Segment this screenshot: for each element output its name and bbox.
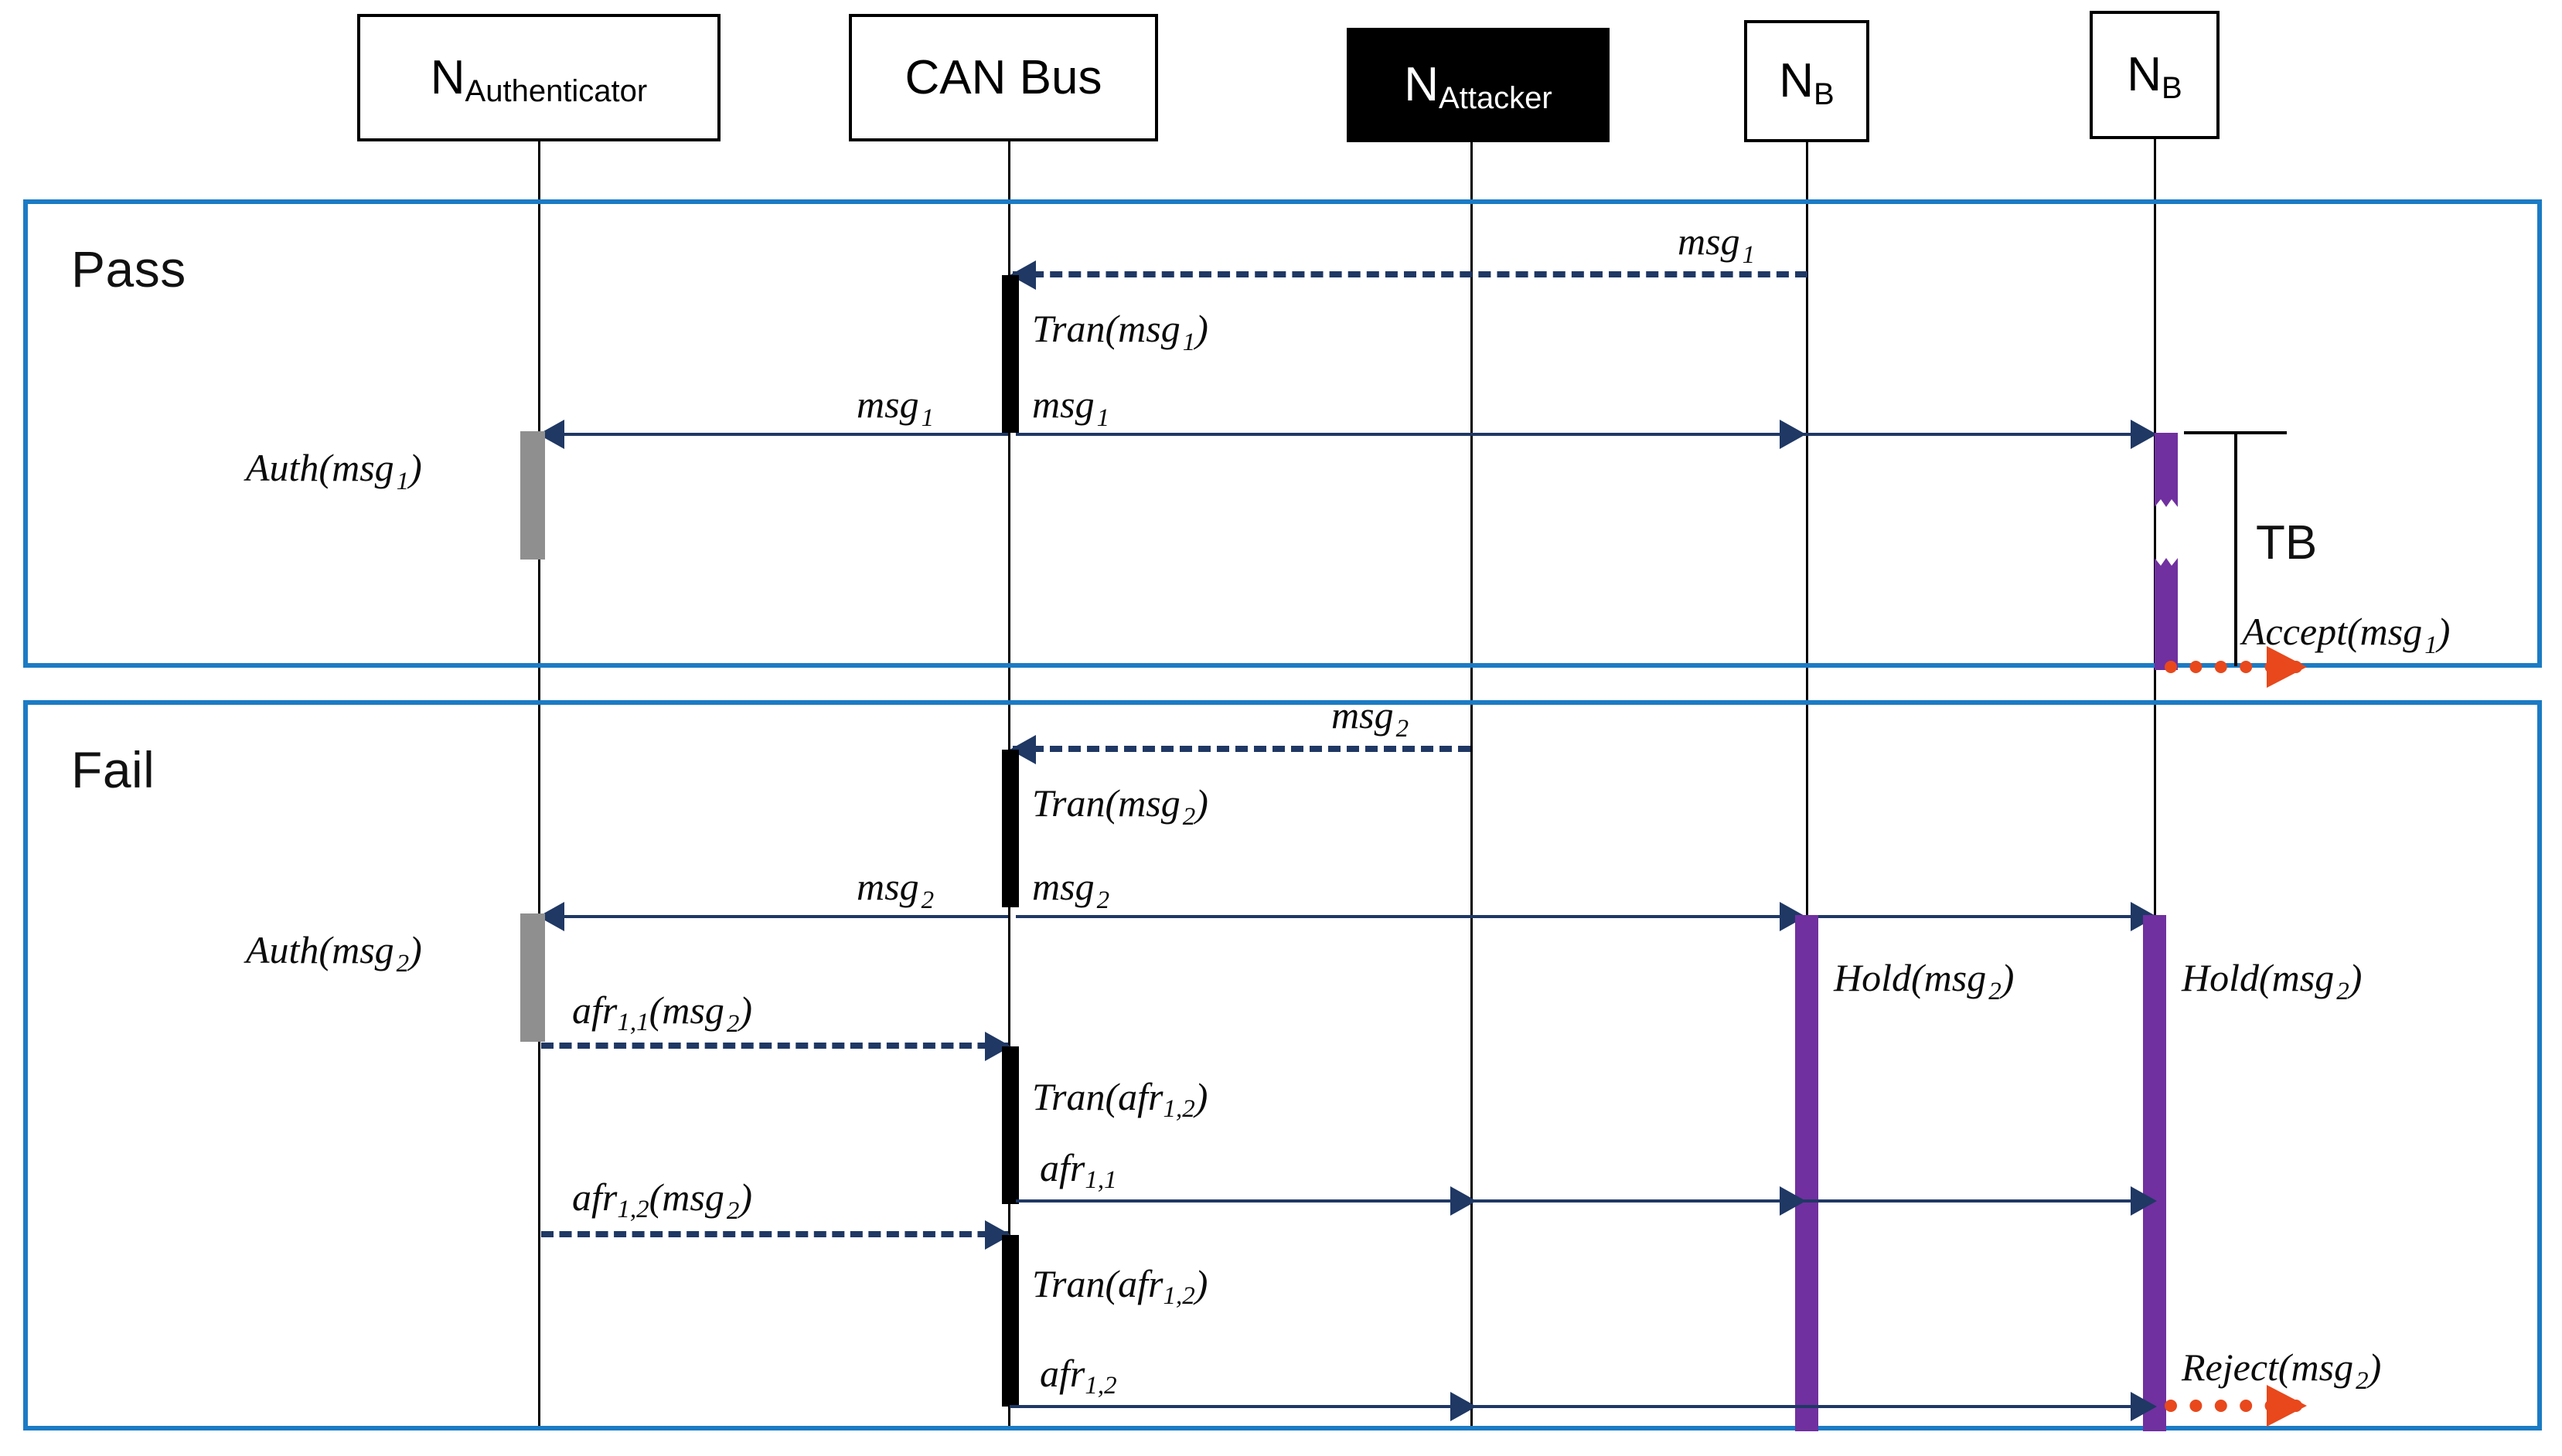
activation-break-icon-lower — [2155, 558, 2178, 575]
arrow-head-right-icon — [2267, 1385, 2307, 1427]
message-msg2-inject-label: msg2 — [1331, 693, 1409, 743]
arrow-head-mid-icon — [1780, 420, 1806, 449]
message-line — [1016, 433, 2154, 436]
frame-pass-label: Pass — [71, 240, 186, 298]
note-tran-afr12-a: Tran(afr1,2) — [1032, 1075, 1208, 1123]
message-line — [1013, 746, 1470, 752]
frame-pass — [23, 199, 2542, 668]
arrow-head-mid-icon — [1450, 1392, 1477, 1421]
frame-fail-label: Fail — [71, 741, 155, 798]
message-line — [1010, 1405, 2154, 1408]
message-line — [541, 1231, 1008, 1237]
lifeline-nb-2 — [2154, 139, 2156, 1430]
activation-canbus-fail-3 — [1002, 1235, 1019, 1407]
note-tran-msg2: Tran(msg2) — [1032, 781, 1208, 831]
activation-authenticator-fail — [520, 913, 545, 1042]
activation-nb2-hold — [2143, 915, 2166, 1431]
arrow-head-right-icon — [2131, 1392, 2157, 1421]
tb-label: TB — [2256, 516, 2318, 570]
lifeline-attacker — [1470, 142, 1473, 1430]
result-reject-msg2-label: Reject(msg2) — [2182, 1345, 2382, 1395]
message-msg1-to-nb-label: msg1 — [1032, 383, 1110, 432]
lifeline-head-canbus-label: CAN Bus — [905, 50, 1102, 104]
result-accept-msg1-label: Accept(msg1) — [2242, 610, 2451, 659]
message-msg2-to-nb-label: msg2 — [1032, 865, 1110, 914]
note-hold-msg2-nb2: Hold(msg2) — [2182, 956, 2363, 1005]
message-line — [1016, 1199, 2154, 1203]
lifeline-head-canbus[interactable]: CAN Bus — [849, 14, 1158, 141]
note-hold-msg2-nb1: Hold(msg2) — [1834, 956, 2015, 1005]
activation-nb2-pass-lower — [2155, 572, 2178, 670]
activation-authenticator-pass — [520, 431, 545, 560]
arrow-head-right-icon — [2131, 420, 2157, 449]
note-auth-msg1: Auth(msg1) — [246, 446, 422, 495]
lifeline-nb-1 — [1806, 142, 1808, 1430]
lifeline-authenticator — [538, 141, 540, 1430]
message-msg2-to-authenticator-label: msg2 — [857, 865, 935, 914]
message-msg1-intercept-label: msg1 — [1678, 219, 1756, 269]
message-line — [541, 433, 1008, 436]
message-afr12-broadcast-label: afr1,2 — [1040, 1352, 1117, 1400]
message-msg1-to-authenticator-label: msg1 — [857, 383, 935, 432]
arrow-head-mid-icon — [1450, 1186, 1477, 1216]
message-afr11-broadcast-label: afr1,1 — [1040, 1146, 1117, 1194]
arrow-head-mid-icon-2 — [1780, 1186, 1806, 1216]
message-afr11-msg2-label: afr1,1(msg2) — [572, 988, 752, 1038]
activation-break-icon-upper — [2155, 490, 2178, 507]
message-line — [1013, 271, 1807, 277]
activation-nb1-hold — [1795, 915, 1818, 1431]
activation-nb2-pass-upper — [2155, 433, 2178, 499]
note-tran-afr12-b: Tran(afr1,2) — [1032, 1262, 1208, 1310]
activation-canbus-fail-1 — [1002, 750, 1019, 907]
activation-canbus-fail-2 — [1002, 1046, 1019, 1204]
message-line — [541, 915, 1008, 918]
message-line — [1016, 915, 2154, 918]
frame-fail — [23, 700, 2542, 1430]
arrow-head-right-icon — [2131, 1186, 2157, 1216]
message-afr12-msg2-label: afr1,2(msg2) — [572, 1175, 752, 1225]
message-line — [541, 1043, 1008, 1049]
note-tran-msg1: Tran(msg1) — [1032, 307, 1208, 356]
activation-canbus-pass — [1002, 275, 1019, 433]
tb-bracket-vertical — [2234, 431, 2237, 666]
note-auth-msg2: Auth(msg2) — [246, 928, 422, 978]
arrow-head-right-icon — [2267, 646, 2307, 688]
